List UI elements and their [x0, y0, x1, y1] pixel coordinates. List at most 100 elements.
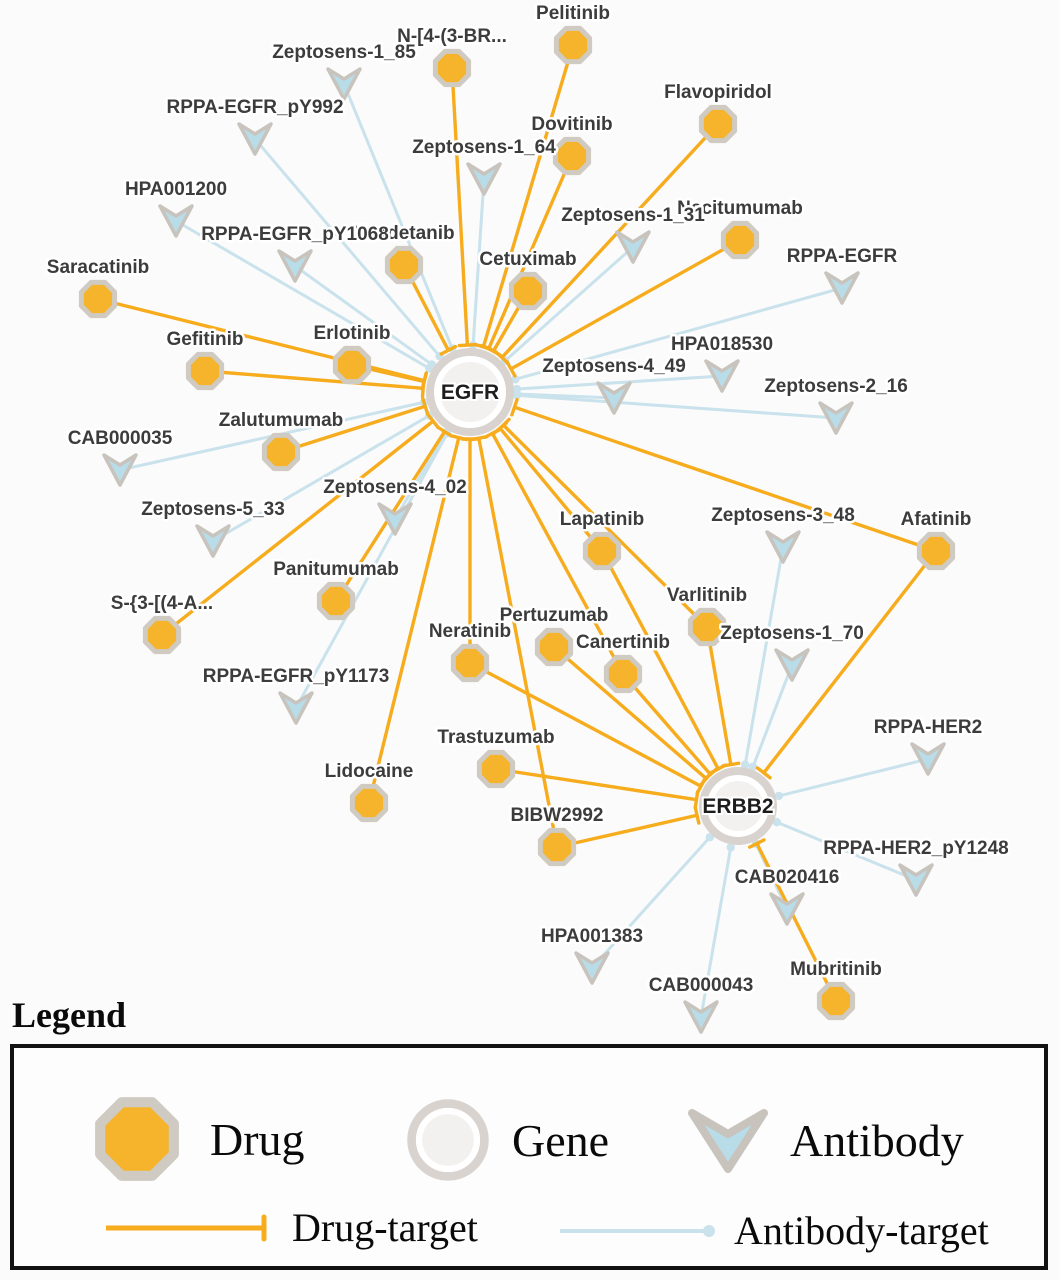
- antibody-node-hpa018530[interactable]: [704, 359, 740, 393]
- antibody-node-zeptosens-4-49[interactable]: [596, 381, 632, 415]
- antibody-node-rppa-egfr-py1173[interactable]: [278, 691, 314, 725]
- edge-bibw2992-egfr: [469, 434, 559, 848]
- antibody-node-zeptosens-2-16[interactable]: [818, 401, 854, 435]
- drug-node-vandetanib[interactable]: [384, 245, 424, 285]
- drug-node-dovitinib[interactable]: [552, 136, 592, 176]
- edge-layer: [97, 44, 938, 1018]
- edge-lapatinib-egfr: [492, 421, 604, 553]
- edge-bibw2992-erbb2: [556, 805, 701, 849]
- label-hpa001383: HPA001383: [541, 926, 643, 947]
- edge-s-3-4-a-egfr: [160, 413, 440, 637]
- legend-item-gene: Gene: [402, 1094, 609, 1186]
- antibody-node-rppa-her2[interactable]: [910, 742, 946, 776]
- label-hpa001200: HPA001200: [125, 179, 227, 200]
- drug-node-trastuzumab[interactable]: [476, 749, 516, 789]
- edge-rppa-her2-erbb2: [774, 757, 929, 801]
- label-afatinib: Afatinib: [901, 509, 972, 530]
- label-cab020416: CAB020416: [735, 867, 840, 888]
- legend-item-drug-target: Drug-target: [102, 1204, 478, 1251]
- drug-node-neratinib[interactable]: [450, 643, 490, 683]
- antibody-node-zeptosens-5-33[interactable]: [195, 524, 231, 558]
- legend-item-drug: Drug: [86, 1088, 305, 1190]
- legend-item-antibody: Antibody: [682, 1104, 964, 1176]
- label-trastuzumab: Trastuzumab: [437, 727, 554, 748]
- edge-hpa001383-erbb2: [590, 832, 715, 970]
- drug-node-canertinib[interactable]: [603, 654, 643, 694]
- drug-node-zalutumumab[interactable]: [261, 432, 301, 472]
- antibody-icon: [688, 1109, 768, 1173]
- antibody-node-hpa001200[interactable]: [158, 204, 194, 238]
- antibody-node-cab000043[interactable]: [683, 1000, 719, 1034]
- legend-item-drug-target-label: Drug-target: [292, 1205, 478, 1250]
- edge-trastuzumab-erbb2: [495, 767, 700, 810]
- label-rppa-egfr: RPPA-EGFR: [787, 246, 898, 267]
- edge-necitumumab-egfr: [505, 238, 741, 378]
- label-s-3-4-a: S-{3-[(4-A...: [111, 593, 213, 614]
- antibody-node-hpa001383[interactable]: [574, 951, 610, 985]
- label-canertinib: Canertinib: [576, 632, 670, 653]
- gene-node-erbb2[interactable]: [699, 767, 777, 845]
- label-zeptosens-2-16: Zeptosens-2_16: [764, 376, 908, 397]
- antibody-node-rppa-egfr[interactable]: [824, 271, 860, 305]
- drug-node-lidocaine[interactable]: [349, 783, 389, 823]
- label-zeptosens-3-48: Zeptosens-3_48: [711, 505, 855, 526]
- label-panitumumab: Panitumumab: [273, 559, 399, 580]
- label-rppa-her2: RPPA-HER2: [874, 717, 982, 738]
- label-zeptosens-4-49: Zeptosens-4_49: [542, 356, 686, 377]
- edge-rppa-egfr-py1068-egfr: [294, 264, 437, 369]
- drug-node-mubritinib[interactable]: [816, 981, 856, 1021]
- label-layer: PelitinibN-[4-(3-BR...FlavopiridolDoviti…: [44, 1, 1011, 999]
- antibody-node-zeptosens-4-02[interactable]: [377, 502, 413, 536]
- label-zeptosens-5-33: Zeptosens-5_33: [141, 499, 285, 520]
- antibody-node-zeptosens-1-64[interactable]: [466, 162, 502, 196]
- label-zeptosens-1-70: Zeptosens-1_70: [720, 623, 864, 644]
- edge-zeptosens-1-70-erbb2: [748, 664, 794, 771]
- node-layer: [78, 25, 956, 1034]
- drug-node-flavopiridol[interactable]: [698, 104, 738, 144]
- antibody-node-cab000035[interactable]: [102, 453, 138, 487]
- antibody-node-zeptosens-1-31[interactable]: [615, 230, 651, 264]
- drug-node-cetuximab[interactable]: [508, 271, 548, 311]
- edge-cab000043-erbb2: [699, 843, 735, 1018]
- drug-node-varlitinib[interactable]: [687, 607, 727, 647]
- label-bibw2992: BIBW2992: [511, 805, 604, 826]
- label-rppa-her2-py1248: RPPA-HER2_pY1248: [823, 838, 1009, 859]
- antibody-node-rppa-egfr-py1068[interactable]: [277, 249, 313, 283]
- drug-node-afatinib[interactable]: [916, 531, 956, 571]
- antibody-node-zeptosens-1-70[interactable]: [774, 648, 810, 682]
- legend-title: Legend: [12, 995, 127, 1035]
- antibody-node-zeptosens-3-48[interactable]: [765, 530, 801, 564]
- antibody-node-rppa-her2-py1248[interactable]: [898, 863, 934, 897]
- label-zalutumumab: Zalutumumab: [219, 410, 344, 431]
- drug-node-s-3-4-a[interactable]: [142, 615, 182, 655]
- antibody-node-cab020416[interactable]: [769, 892, 805, 926]
- drug-node-saracatinib[interactable]: [78, 279, 118, 319]
- drug-node-panitumumab[interactable]: [316, 581, 356, 621]
- label-gefitinib: Gefitinib: [166, 329, 243, 350]
- label-zeptosens-1-64: Zeptosens-1_64: [412, 137, 556, 158]
- gene-icon: [407, 1099, 489, 1181]
- drug-node-n-4-3-br[interactable]: [432, 48, 472, 88]
- antibody-node-zeptosens-1-85[interactable]: [326, 67, 362, 101]
- drug-node-erlotinib[interactable]: [332, 345, 372, 385]
- drug-node-gefitinib[interactable]: [185, 351, 225, 391]
- label-necitumumab: Necitumumab: [677, 198, 803, 219]
- antibody-node-rppa-egfr-py992[interactable]: [237, 122, 273, 156]
- label-dovitinib: Dovitinib: [531, 114, 612, 135]
- drug-node-lapatinib[interactable]: [582, 531, 622, 571]
- edge-afatinib-erbb2: [755, 549, 938, 780]
- gene-node-egfr[interactable]: [426, 348, 514, 436]
- antibody-target-edge-icon: [560, 1224, 715, 1237]
- drug-target-edge-icon: [106, 1214, 267, 1241]
- label-n-4-3-br: N-[4-(3-BR...: [397, 26, 507, 47]
- drug-node-pelitinib[interactable]: [553, 25, 593, 65]
- label-rppa-egfr-py1173: RPPA-EGFR_pY1173: [203, 666, 390, 687]
- edge-zeptosens-3-48-erbb2: [740, 546, 785, 769]
- drug-node-necitumumab[interactable]: [720, 220, 760, 260]
- label-varlitinib: Varlitinib: [667, 585, 747, 606]
- label-saracatinib: Saracatinib: [47, 257, 149, 278]
- drug-node-bibw2992[interactable]: [537, 827, 577, 867]
- label-neratinib: Neratinib: [429, 621, 511, 642]
- drug-node-pertuzumab[interactable]: [534, 627, 574, 667]
